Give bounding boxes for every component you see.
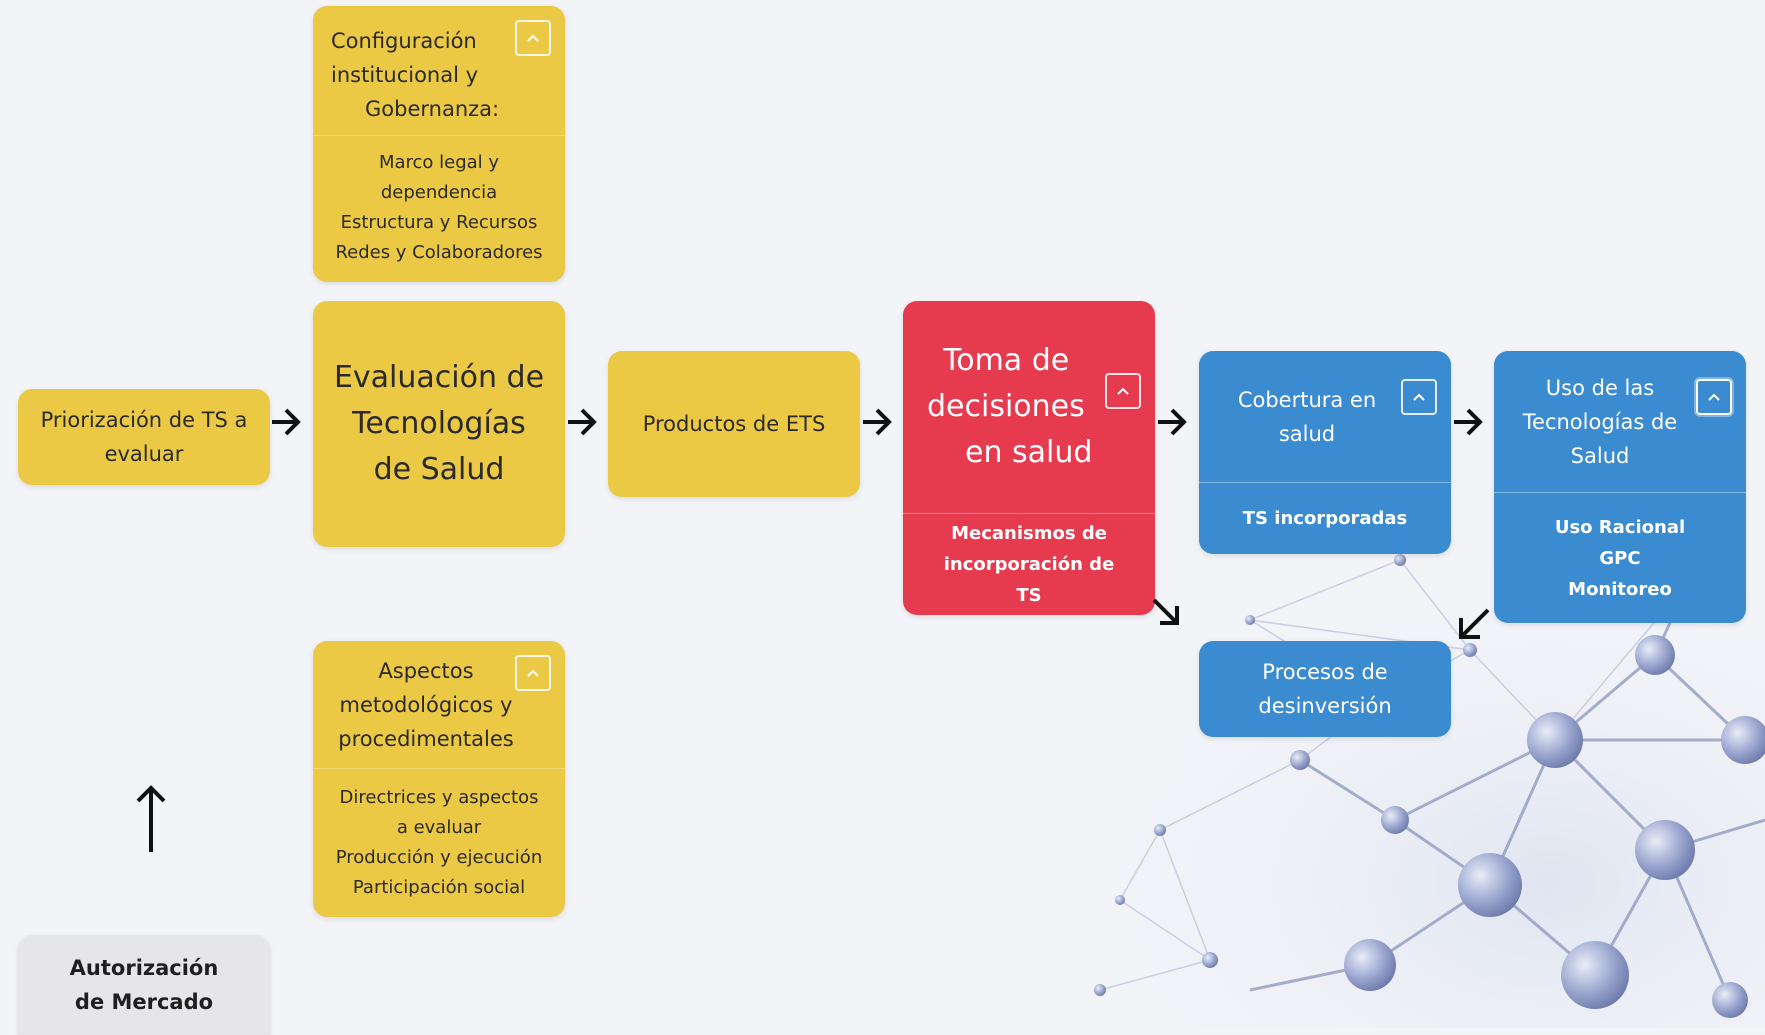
card-priorizacion-title: Priorización de TS a evaluar [40,408,248,466]
card-evaluacion-title: Evaluación de Tecnologías de Salud [333,360,545,487]
arrow-right-icon [1158,408,1187,436]
card-productos-title: Productos de ETS [642,412,826,436]
card-uso-header: Uso de las Tecnologías de Salud [1494,351,1746,493]
card-toma-body: Mecanismos de incorporación de TS [903,514,1155,615]
card-uso-tecnologias[interactable]: Uso de las Tecnologías de Salud Uso Raci… [1494,351,1746,623]
card-uso-title: Uso de las Tecnologías de Salud [1522,375,1678,468]
card-toma-item: Mecanismos de incorporación de TS [943,523,1115,606]
card-productos[interactable]: Productos de ETS [608,351,860,497]
chevron-up-icon[interactable] [1105,373,1141,409]
card-cobertura-item: TS incorporadas [1242,508,1408,529]
card-configuracion-title-line: Configuración [331,28,477,53]
card-autorizacion-title: Autorización de Mercado [69,956,219,1014]
card-uso-item: GPC [1599,547,1641,569]
card-toma-header: Toma de decisiones en salud [903,301,1155,514]
card-cobertura[interactable]: Cobertura en salud TS incorporadas [1199,351,1451,554]
card-configuracion-item: Marco legal y dependencia [378,152,500,203]
card-cobertura-header: Cobertura en salud [1199,351,1451,483]
arrow-right-icon [272,408,301,436]
card-configuracion-title-line: institucional y [331,62,479,87]
card-aspectos-item: Directrices y aspectos a evaluar [339,787,539,838]
card-evaluacion[interactable]: Evaluación de Tecnologías de Salud [313,301,565,547]
card-toma-title-line: decisiones [927,389,1085,424]
card-configuracion-title-line: Gobernanza: [365,96,500,121]
card-toma-title-line: Toma de [943,343,1070,378]
card-uso-item: Uso Racional [1554,516,1686,538]
arrow-down-left-icon [1459,608,1490,639]
arrow-right-icon [863,408,892,436]
card-aspectos-header: Aspectos metodológicos y procedimentales [313,641,565,769]
card-toma-decisiones[interactable]: Toma de decisiones en salud Mecanismos d… [903,301,1155,615]
card-cobertura-title: Cobertura en salud [1237,387,1377,446]
card-uso-item: Monitoreo [1568,578,1672,600]
card-configuracion[interactable]: Configuración institucional y Gobernanza… [313,6,565,282]
chevron-up-icon[interactable] [515,655,551,691]
arrow-down-right-icon [1152,598,1179,625]
card-procesos-title: Procesos de desinversión [1258,660,1392,718]
card-priorizacion[interactable]: Priorización de TS a evaluar [18,389,270,485]
card-configuracion-body: Marco legal y dependencia Estructura y R… [313,136,565,280]
arrow-up-icon [136,785,166,852]
chevron-up-icon[interactable] [515,20,551,56]
card-configuracion-header: Configuración institucional y Gobernanza… [313,6,565,136]
arrow-right-icon [1454,408,1483,436]
arrow-right-icon [568,408,597,436]
card-autorizacion-mercado[interactable]: Autorización de Mercado [18,935,270,1035]
card-cobertura-body: TS incorporadas [1199,483,1451,554]
card-configuracion-item: Estructura y Recursos [340,212,538,233]
card-aspectos-body: Directrices y aspectos a evaluar Producc… [313,769,565,917]
card-aspectos-item: Participación social [352,877,526,898]
card-aspectos-title: Aspectos metodológicos y procedimentales [338,658,514,751]
card-aspectos[interactable]: Aspectos metodológicos y procedimentales… [313,641,565,917]
card-configuracion-item: Redes y Colaboradores [335,242,543,263]
card-aspectos-item: Producción y ejecución [335,847,543,868]
chevron-up-icon[interactable] [1696,379,1732,415]
chevron-up-icon[interactable] [1401,379,1437,415]
card-procesos-desinversion[interactable]: Procesos de desinversión [1199,641,1451,737]
card-uso-body: Uso Racional GPC Monitoreo [1494,493,1746,623]
card-toma-title-line: en salud [965,435,1093,470]
